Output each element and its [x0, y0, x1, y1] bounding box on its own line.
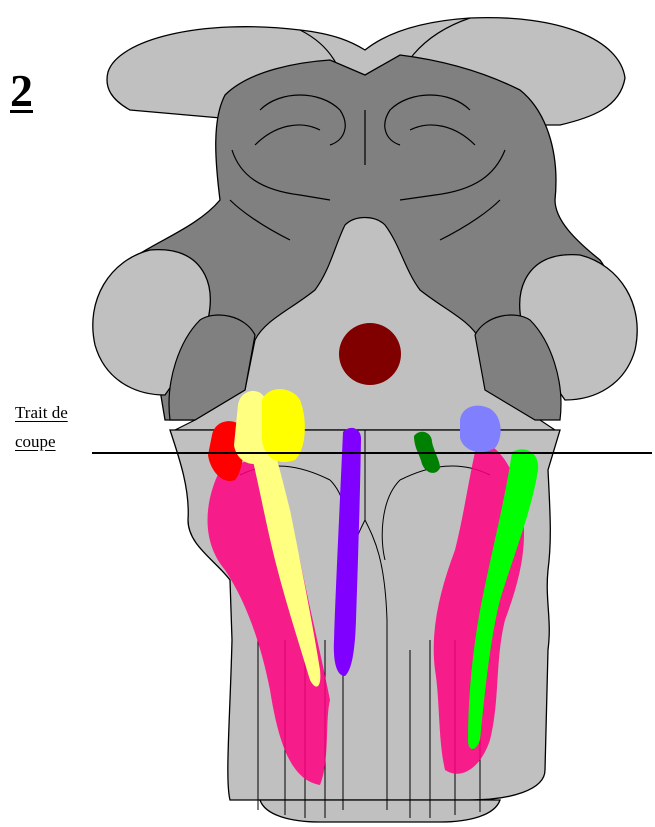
- lower-tail: [260, 800, 500, 822]
- cut-label-line2: coupe: [15, 427, 68, 456]
- dark-red-nucleus: [339, 323, 401, 385]
- cut-label-line1: Trait de: [15, 398, 68, 427]
- figure-number: 2: [10, 68, 33, 114]
- cut-label: Trait de coupe: [15, 398, 68, 456]
- yellow-blob: [262, 389, 305, 462]
- lavender-blob: [460, 406, 501, 452]
